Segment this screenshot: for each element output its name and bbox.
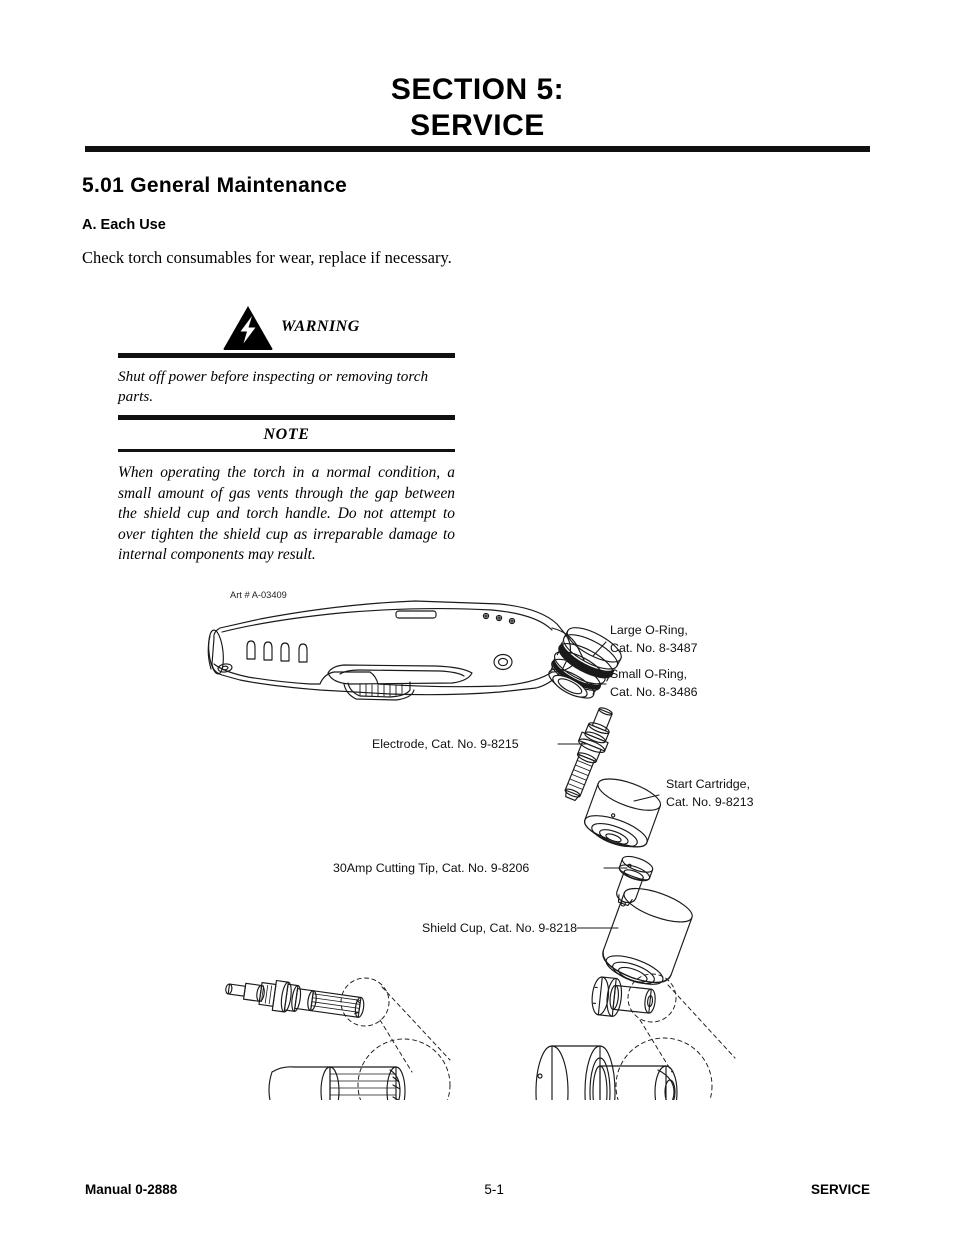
warning-note-block: WARNING Shut off power before inspecting… — [118, 303, 455, 566]
callout-cutting-tip: 30Amp Cutting Tip, Cat. No. 9-8206 — [333, 861, 529, 875]
trigger-lever — [327, 664, 473, 685]
warning-rule-bottom — [118, 415, 455, 420]
footer-page-number: 5-1 — [484, 1182, 504, 1197]
vent-slot — [246, 640, 256, 660]
callout-large-oring-line1: Large O-Ring, — [610, 623, 688, 637]
callout-start-cartridge-line2: Cat. No. 9-8213 — [666, 795, 754, 809]
start-cartridge-part — [583, 778, 662, 848]
warning-header: WARNING — [118, 303, 455, 353]
torch-head-oring-stack — [548, 627, 622, 699]
torch-exploded-diagram: Art # A-03409 — [200, 580, 800, 1100]
note-heading: NOTE — [263, 426, 310, 443]
note-body-text: When operating the torch in a normal con… — [118, 464, 455, 563]
callout-small-oring-line1: Small O-Ring, — [610, 667, 687, 681]
page-title-line2: SERVICE — [410, 109, 545, 142]
page-title: SECTION 5: SERVICE — [85, 72, 870, 144]
section-heading: 5.01 General Maintenance — [82, 174, 348, 197]
callout-labels: Large O-Ring, Cat. No. 8-3487 Small O-Ri… — [333, 623, 754, 935]
vent-slot — [263, 641, 273, 661]
warning-rule-top — [118, 353, 455, 358]
note-rule — [118, 449, 455, 452]
footer-section-name: SERVICE — [810, 1182, 870, 1197]
callout-small-oring-line2: Cat. No. 8-3486 — [610, 685, 698, 699]
worn-tip-enlarged — [535, 1045, 678, 1100]
torch-handle-illustration — [207, 600, 572, 701]
header-divider — [85, 146, 870, 152]
intro-paragraph: Check torch consumables for wear, replac… — [82, 248, 452, 267]
callout-leader-lines — [557, 641, 660, 929]
vent-slot — [298, 643, 308, 663]
worn-tip-detail: Worn Tip — [535, 973, 736, 1100]
cutting-tip-part — [616, 855, 654, 907]
figure-svg: Art # A-03409 — [207, 590, 754, 1100]
shield-cup-part — [602, 887, 693, 985]
footer-manual-number: Manual 0-2888 — [85, 1182, 178, 1197]
subsection-heading: A. Each Use — [82, 217, 166, 233]
worn-electrode-detail: Worn Electrode — [225, 977, 451, 1100]
callout-electrode: Electrode, Cat. No. 9-8215 — [372, 737, 519, 751]
callout-start-cartridge-line1: Start Cartridge, — [666, 777, 750, 791]
page-footer: Manual 0-2888 5-1 SERVICE — [85, 1182, 870, 1197]
art-number-label: Art # A-03409 — [230, 590, 287, 600]
electrode-part — [564, 707, 613, 802]
worn-electrode-enlarged — [268, 1066, 406, 1100]
page-title-line1: SECTION 5: — [390, 73, 565, 106]
warning-lightning-triangle-icon — [223, 306, 273, 350]
warning-body-text: Shut off power before inspecting or remo… — [118, 368, 429, 405]
callout-shield-cup: Shield Cup, Cat. No. 9-8218 — [422, 921, 577, 935]
vent-slot — [280, 642, 290, 662]
callout-large-oring-line2: Cat. No. 8-3487 — [610, 641, 698, 655]
warning-heading: WARNING — [281, 318, 360, 335]
